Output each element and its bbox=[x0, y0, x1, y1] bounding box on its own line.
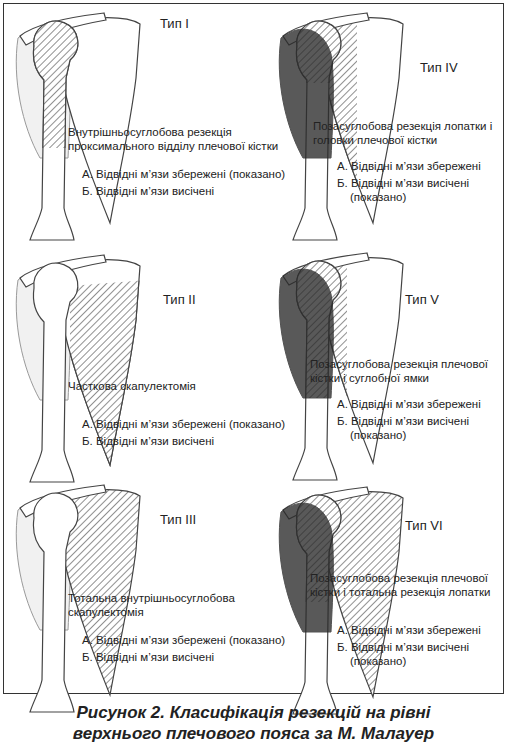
option-label: Б. Відвідні м’язи висічені (показано) bbox=[337, 177, 507, 205]
type-label: Тип III bbox=[160, 512, 230, 528]
option-label: Б. Відвідні м’язи висічені bbox=[82, 651, 312, 665]
option-label: Б. Відвідні м’язи висічені (показано) bbox=[337, 641, 507, 669]
option-label: А. Відвідні м’язи збережені (показано) bbox=[82, 418, 312, 432]
muscle bbox=[279, 503, 333, 632]
option-label: А. Відвідні м’язи збережені bbox=[337, 624, 502, 638]
option-label: Б. Відвідні м’язи висічені bbox=[82, 435, 312, 449]
option-label: А. Відвідні м’язи збережені bbox=[337, 398, 502, 412]
shoulder-type-6 bbox=[279, 487, 403, 714]
option-label: Б. Відвідні м’язи висічені bbox=[82, 185, 312, 199]
option-label: Б. Відвідні м’язи висічені (показано) bbox=[337, 415, 507, 443]
type-label: Тип IV bbox=[420, 60, 495, 76]
resection-description: Часткова скапулектомія bbox=[68, 380, 283, 394]
type-label: Тип I bbox=[160, 16, 230, 32]
figure-caption: Рисунок 2. Класифікація резекцій на рівн… bbox=[40, 702, 467, 745]
option-label: А. Відвідні м’язи збережені (показано) bbox=[82, 168, 312, 182]
shoulder-type-2 bbox=[16, 255, 140, 482]
resection-description: Позасуглобова резекція лопатки і головки… bbox=[313, 120, 503, 148]
option-label: А. Відвідні м’язи збережені (показано) bbox=[82, 634, 312, 648]
resection-description: Позасуглобова резекція плечової кістки і… bbox=[310, 572, 504, 600]
resection-description: Внутрішньосуглобова резекція проксимальн… bbox=[68, 126, 283, 154]
resection-description: Тотальна внутрішньосуглобова скапулектом… bbox=[68, 592, 283, 620]
resection-description: Позасуглобова резекція плечової кістки і… bbox=[310, 358, 504, 386]
type-label: Тип II bbox=[163, 292, 233, 308]
type-label: Тип V bbox=[405, 292, 480, 308]
option-label: А. Відвідні м’язи збережені bbox=[337, 160, 502, 174]
humerus bbox=[30, 263, 78, 482]
type-label: Тип VI bbox=[405, 518, 480, 534]
